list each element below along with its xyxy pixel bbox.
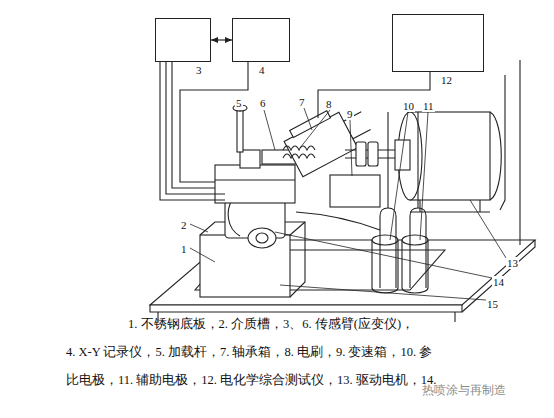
gearbox <box>330 175 380 207</box>
callout-number: 3 <box>196 64 202 76</box>
brush-coil <box>283 146 315 158</box>
callout-number: 6 <box>259 97 267 109</box>
leader-lines <box>190 108 506 300</box>
callout-number: 7 <box>298 96 306 108</box>
instrument-box: 3 <box>155 18 211 62</box>
callout-number: 12 <box>441 74 452 86</box>
instrument-box: 12 <box>392 14 484 72</box>
callout-number: 13 <box>506 257 519 269</box>
callout-number: 5 <box>235 97 243 109</box>
electrode-cells <box>296 112 428 293</box>
coupling <box>356 142 378 166</box>
load-rod <box>237 108 243 152</box>
drive-motor <box>395 112 501 212</box>
callout-number: 8 <box>325 98 333 110</box>
callout-number: 2 <box>180 219 188 231</box>
callout-number: 11 <box>422 100 435 112</box>
callout-number: 4 <box>259 64 265 76</box>
callout-number: 10 <box>402 100 415 112</box>
medium-tank <box>200 235 290 297</box>
caption-line: 4. X-Y 记录仪，5. 加载杆，7. 轴承箱，8. 电刷，9. 变速箱，10… <box>66 346 432 360</box>
callout-number: 1 <box>180 243 188 255</box>
caption-line: 比电极，11. 辅助电极，12. 电化学综合测试仪，13. 驱动电机，14. <box>66 374 436 388</box>
signal-arrow <box>211 39 232 40</box>
signal-wires <box>160 60 520 245</box>
callout-number: 15 <box>486 298 499 310</box>
watermark: 热喷涂与再制造 <box>422 384 506 397</box>
caption-line: 1. 不锈钢底板，2. 介质槽，3、6. 传感臂(应变仪)， <box>128 318 414 332</box>
callout-number: 9 <box>346 108 354 120</box>
callout-number: 14 <box>492 276 505 288</box>
instrument-box: 4 <box>232 18 290 62</box>
